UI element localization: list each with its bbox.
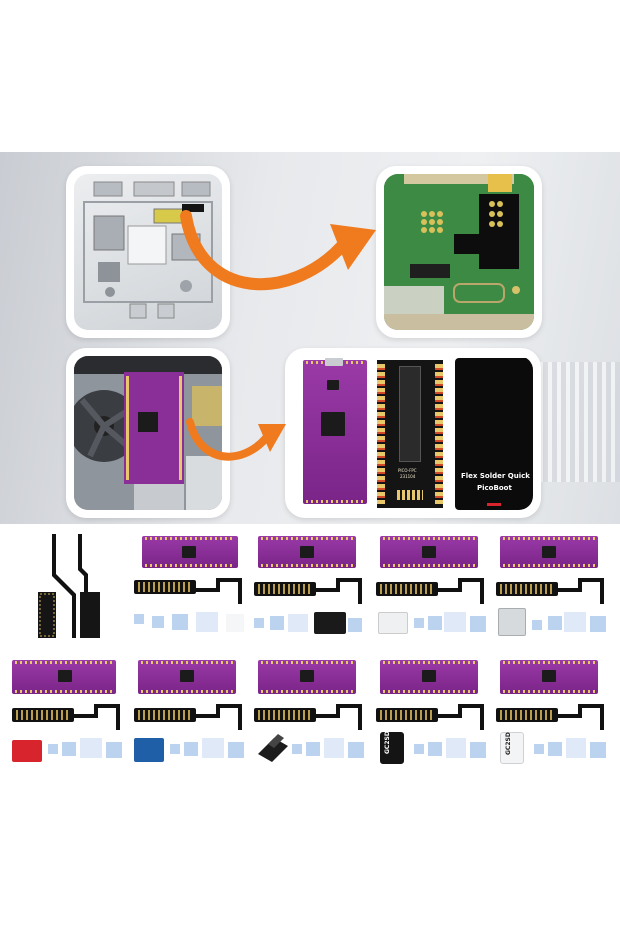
product-boards-photo: PICO-FPC 231104 Flex Solder Quick PicoBo… bbox=[285, 348, 541, 518]
sd-adapter-red bbox=[12, 740, 42, 762]
sd-adapter-white bbox=[378, 612, 408, 634]
pico-board bbox=[500, 660, 598, 694]
flex-cable bbox=[496, 708, 558, 722]
kit-variant-flex-only bbox=[10, 528, 128, 638]
pico-chip bbox=[321, 412, 345, 436]
pico-board bbox=[258, 660, 356, 694]
flex-cable bbox=[254, 708, 316, 722]
gc2sd-label: GC2SD bbox=[505, 732, 512, 755]
arrow-top-icon bbox=[180, 210, 376, 291]
kit-variant-pico-flex-sd-blue bbox=[132, 652, 250, 762]
chassis-illustration bbox=[83, 181, 213, 319]
pico-board bbox=[303, 358, 367, 504]
gc2sd-adapter-black: GC2SD bbox=[380, 731, 404, 764]
sd-adapter-clear bbox=[498, 608, 526, 636]
pico-board bbox=[142, 536, 238, 568]
kit-variant-pico-flex-clear-sd bbox=[494, 528, 612, 638]
flex-cable bbox=[376, 708, 438, 722]
pico-board bbox=[138, 660, 236, 694]
usb-c-port bbox=[325, 358, 343, 366]
pcb-illustration bbox=[384, 174, 534, 330]
cover-subtitle: PicoBoot bbox=[477, 484, 512, 492]
pico-board bbox=[500, 536, 598, 568]
fpc-board: PICO-FPC 231104 bbox=[377, 360, 443, 508]
flex-cable bbox=[376, 582, 438, 596]
cover-title: Flex Solder Quick bbox=[461, 472, 530, 480]
flex-cable bbox=[134, 708, 196, 722]
sd-adapter-blue bbox=[134, 738, 164, 762]
arrow-bottom-icon bbox=[186, 418, 286, 461]
sd-adapter-black bbox=[314, 612, 346, 634]
flex-cable bbox=[254, 582, 316, 596]
flex-cable bbox=[12, 708, 74, 722]
pico-board bbox=[380, 536, 478, 568]
black-cover: Flex Solder Quick PicoBoot bbox=[455, 358, 533, 510]
pico-board bbox=[258, 536, 356, 568]
flex-cable bbox=[134, 580, 196, 594]
hero-banner: PICO-FPC 231104 Flex Solder Quick PicoBo… bbox=[0, 152, 620, 524]
kit-variant-pico-flex-pads bbox=[132, 528, 250, 638]
kit-variant-pico-flex-sd-red bbox=[10, 652, 128, 762]
background-stripes bbox=[530, 362, 620, 482]
fpc-date: 231104 bbox=[400, 474, 416, 479]
pico-board bbox=[12, 660, 116, 694]
gc2sd-label: GC2SD bbox=[384, 731, 391, 754]
kit-variant-pico-flex-sd-stand bbox=[252, 652, 370, 762]
gc2sd-adapter-white: GC2SD bbox=[500, 732, 524, 764]
flex-cables-illustration bbox=[38, 534, 100, 638]
sd-stand-illustration bbox=[258, 734, 288, 762]
pico-board bbox=[380, 660, 478, 694]
kit-variant-pico-flex-sd2sp2-black bbox=[252, 528, 370, 638]
kit-variant-pico-flex-gc2sd-white: GC2SD bbox=[494, 652, 612, 764]
motherboard-closeup-photo bbox=[376, 166, 542, 338]
flex-cable bbox=[496, 582, 558, 596]
kit-variant-pico-flex-gc2sd-black: GC2SD bbox=[374, 652, 492, 764]
fpc-label: PICO-FPC bbox=[398, 468, 417, 473]
kit-variant-pico-flex-sd2sp2-white bbox=[374, 528, 492, 638]
